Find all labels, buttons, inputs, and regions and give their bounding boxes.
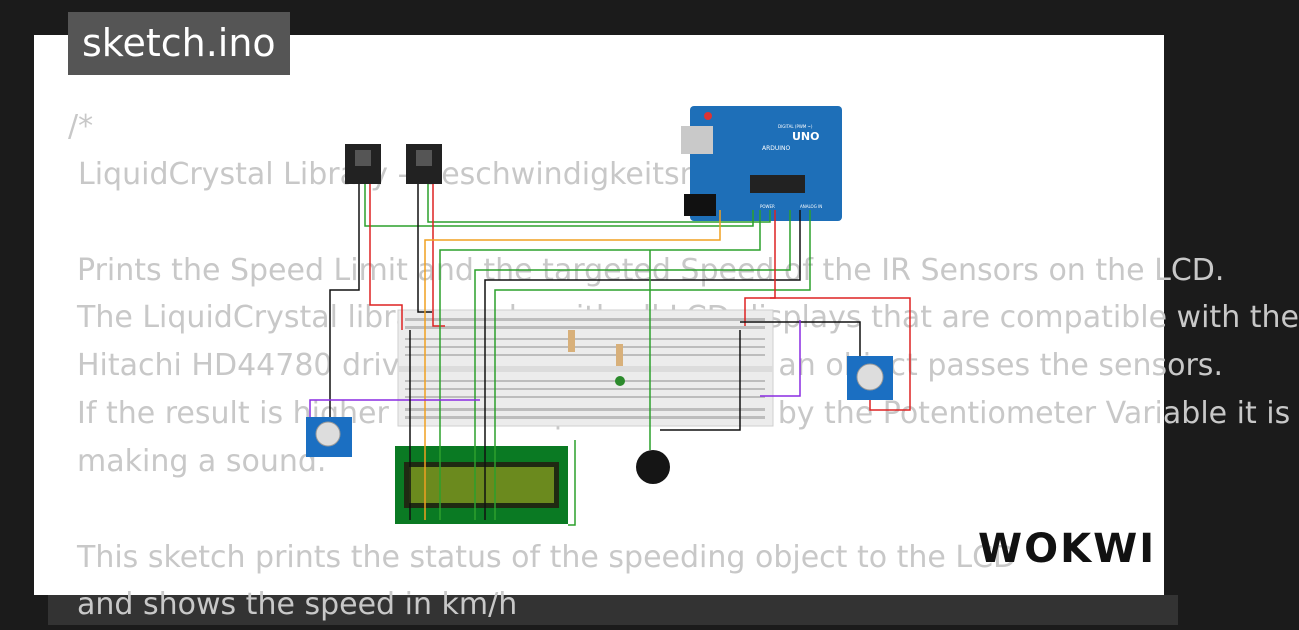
code-line: /* [68,109,94,144]
arduino-board-icon: UNO ARDUINO DIGITAL (PWM ~) POWER ANALOG… [681,106,842,221]
resistor-icon [568,330,575,352]
lcd-icon [395,446,568,524]
led-icon [615,376,625,386]
code-line: making a sound. [77,444,327,479]
potentiometer-icon [306,417,352,457]
arduino-digital-label: DIGITAL (PWM ~) [778,124,813,129]
arduino-analog-label: ANALOG IN [800,204,822,209]
code-line: and shows the speed in km/h [77,587,518,622]
ir-sensor-icon [345,144,381,184]
breadboard-icon [397,309,774,427]
buzzer-icon [636,450,670,484]
wires [309,184,911,526]
wokwi-logo[interactable]: WOKWI [978,526,1157,572]
circuit-diagram: UNO ARDUINO DIGITAL (PWM ~) POWER ANALOG… [306,106,911,526]
arduino-power-label: POWER [760,204,775,209]
arduino-sublabel: ARDUINO [762,145,791,152]
potentiometer-icon [847,356,893,400]
resistor-icon [616,344,623,366]
file-name-tab[interactable]: sketch.ino [68,12,290,75]
ir-sensor-icon [406,144,442,184]
card-shadow [48,595,1178,625]
code-line: This sketch prints the status of the spe… [77,540,1017,575]
arduino-brand: UNO [792,130,820,143]
